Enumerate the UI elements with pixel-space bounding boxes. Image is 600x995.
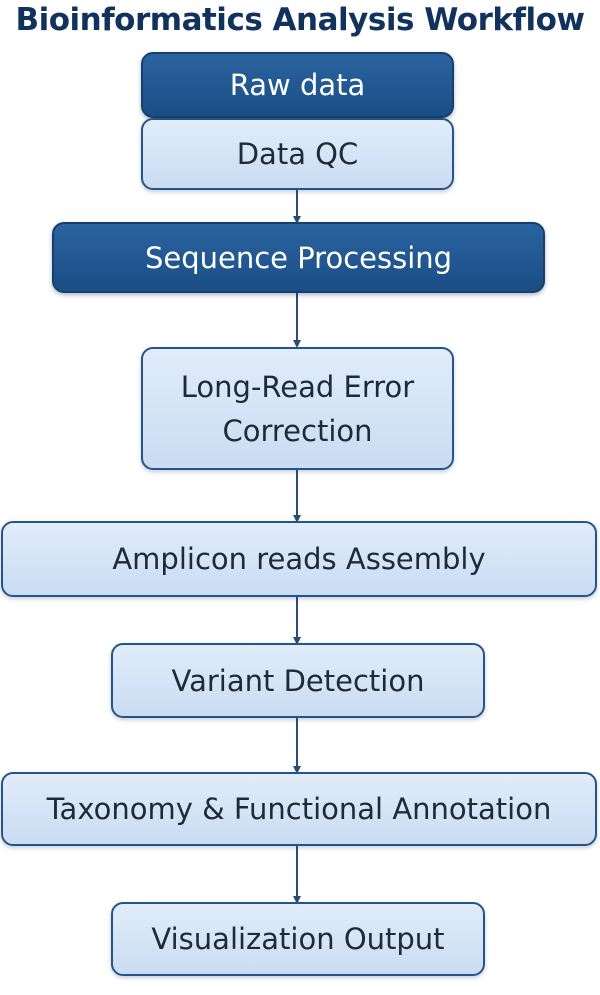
step-variant-detection: Variant Detection	[111, 643, 485, 718]
step-sequence-processing: Sequence Processing	[52, 222, 545, 293]
diagram-title: Bioinformatics Analysis Workflow	[15, 2, 585, 38]
step-visualization-output: Visualization Output	[111, 902, 485, 976]
step-taxonomy-functional-annotation: Taxonomy & Functional Annotation	[1, 772, 597, 846]
step-long-read-error-correction: Long-Read Error Correction	[141, 347, 454, 470]
step-raw-data: Raw data	[141, 52, 454, 118]
step-data-qc: Data QC	[141, 118, 454, 190]
step-amplicon-reads-assembly: Amplicon reads Assembly	[1, 521, 597, 597]
